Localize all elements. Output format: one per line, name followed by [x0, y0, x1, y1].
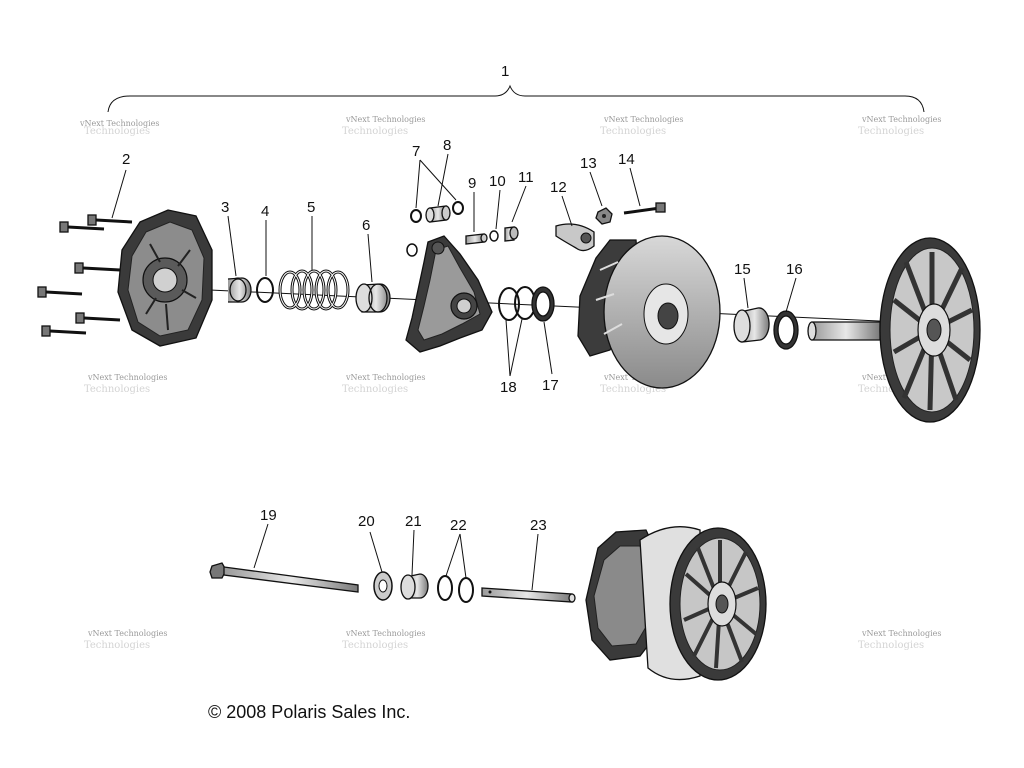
watermark: Technologies vNext Technologies — [84, 629, 167, 651]
part-8-bushing — [425, 205, 451, 223]
watermark: Technologies vNext Technologies — [84, 373, 167, 395]
part-16-ring — [773, 310, 799, 350]
part-2-cover — [117, 209, 213, 347]
bolt — [41, 325, 87, 337]
svg-text:Technologies: Technologies — [858, 384, 924, 395]
part-23-shaft — [481, 587, 576, 603]
part-9-pin — [465, 233, 488, 245]
svg-text:Technologies: Technologies — [342, 384, 408, 395]
watermark: Technologies vNext Technologies — [342, 629, 425, 651]
callout-3: 3 — [221, 199, 229, 216]
callout-22: 22 — [450, 517, 467, 534]
part-10-washer — [489, 230, 499, 242]
watermark: Technologies vNext Technologies — [342, 115, 425, 137]
part-15-bushing — [733, 307, 770, 343]
svg-text:Technologies: Technologies — [858, 640, 924, 651]
callout-9: 9 — [468, 175, 476, 192]
callout-16: 16 — [786, 261, 803, 278]
bolt — [59, 221, 105, 233]
svg-text:Technologies: Technologies — [84, 384, 150, 395]
svg-text:Technologies: Technologies — [600, 384, 666, 395]
callout-4: 4 — [261, 203, 269, 220]
callout-11: 11 — [518, 169, 534, 186]
bolt — [74, 262, 121, 274]
svg-text:vNext Technologies: vNext Technologies — [345, 115, 425, 124]
watermark: Technologies vNext Technologies — [858, 115, 941, 137]
watermark: Technologies vNext Technologies — [600, 115, 683, 137]
watermark: Technologies vNext Technologies — [858, 629, 941, 651]
callout-6: 6 — [362, 217, 370, 234]
callout-20: 20 — [358, 513, 375, 530]
callout-2: 2 — [122, 151, 130, 168]
svg-text:vNext Technologies: vNext Technologies — [861, 115, 941, 124]
part-20-washer — [373, 571, 393, 601]
part-6-bushing — [355, 283, 391, 313]
svg-text:vNext Technologies: vNext Technologies — [87, 373, 167, 382]
part-14-bolt — [623, 202, 666, 215]
callout-15: 15 — [734, 261, 751, 278]
assembly-brace — [107, 84, 925, 113]
part-4-ring — [256, 277, 274, 303]
svg-text:vNext Technologies: vNext Technologies — [79, 119, 159, 128]
callout-19: 19 — [260, 507, 277, 524]
svg-text:vNext Technologies: vNext Technologies — [345, 629, 425, 638]
svg-text:vNext Technologies: vNext Technologies — [87, 629, 167, 638]
svg-text:vNext Technologies: vNext Technologies — [861, 629, 941, 638]
bolt — [87, 214, 133, 226]
callout-23: 23 — [530, 517, 547, 534]
callout-17: 17 — [542, 377, 559, 394]
callout-13: 13 — [580, 155, 597, 172]
part-11-bushing — [504, 226, 519, 242]
svg-text:Technologies: Technologies — [342, 126, 408, 137]
leader-lines — [111, 153, 797, 591]
part-13-nut — [595, 207, 613, 225]
callout-21: 21 — [405, 513, 422, 530]
spider-part — [405, 235, 493, 353]
part-3-bushing — [227, 277, 252, 303]
bolts-part-2 — [37, 214, 133, 337]
bolt — [75, 312, 121, 324]
part-7-washers — [410, 201, 464, 223]
assembled-clutch — [585, 526, 767, 681]
svg-text:Technologies: Technologies — [84, 640, 150, 651]
part-22-rings — [437, 575, 474, 603]
callout-7: 7 — [412, 143, 420, 160]
callout-1: 1 — [501, 63, 509, 80]
svg-text:vNext Technologies: vNext Technologies — [603, 115, 683, 124]
axis-line-top — [209, 289, 901, 323]
part-21-bushing — [400, 573, 429, 600]
washer-small — [406, 243, 418, 257]
svg-text:vNext Technologies: vNext Technologies — [345, 373, 425, 382]
watermark: Technologies vNext Technologies — [342, 373, 425, 395]
svg-text:Technologies: Technologies — [84, 126, 150, 137]
svg-text:Technologies: Technologies — [600, 126, 666, 137]
part-5-spring — [278, 269, 350, 311]
part-19-bolt — [209, 562, 359, 593]
callout-labels: 1 2 3 4 5 6 7 8 9 10 11 12 13 14 15 16 1… — [122, 63, 803, 534]
callout-10: 10 — [489, 173, 506, 190]
svg-text:Technologies: Technologies — [858, 126, 924, 137]
svg-text:Technologies: Technologies — [342, 640, 408, 651]
copyright-text: © 2008 Polaris Sales Inc. — [208, 702, 411, 722]
callout-18: 18 — [500, 379, 517, 396]
moveable-sheave — [577, 235, 721, 389]
callout-8: 8 — [443, 137, 451, 154]
bolt — [37, 286, 83, 298]
callout-12: 12 — [550, 179, 567, 196]
callout-14: 14 — [618, 151, 635, 168]
callout-5: 5 — [307, 199, 315, 216]
part-17-seal — [531, 286, 555, 322]
part-12-weight — [555, 223, 595, 252]
part-5-spring-inner — [279, 270, 349, 310]
fixed-sheave — [807, 237, 981, 423]
